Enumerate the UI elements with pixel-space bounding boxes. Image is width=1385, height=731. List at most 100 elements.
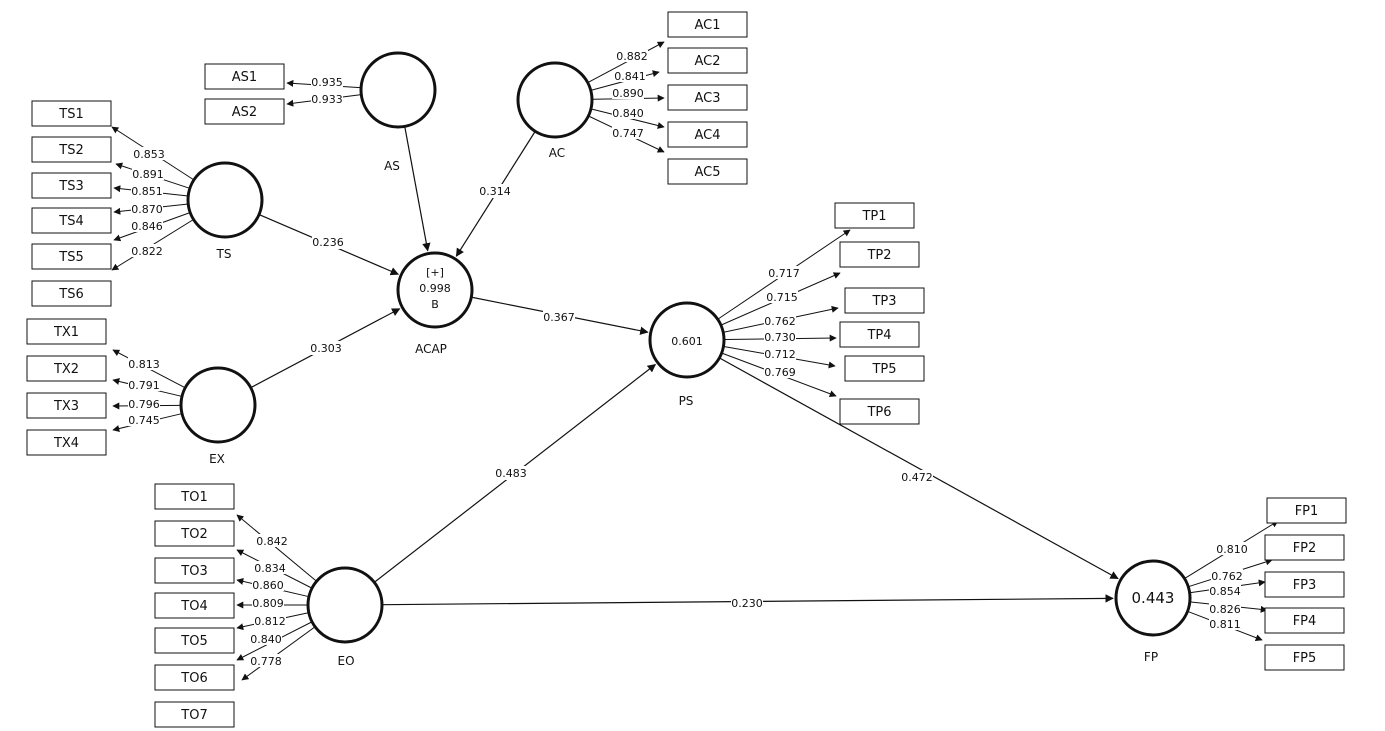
- indicator-tp2: 0.715: [721, 272, 841, 326]
- indicator-box: TO2: [154, 520, 235, 547]
- loading-value: 0.811: [1209, 618, 1241, 631]
- indicator-box: TO1: [154, 483, 235, 510]
- loading-value: 0.745: [128, 414, 160, 427]
- indicator-box: AC2: [667, 47, 748, 74]
- indicator-tp6: 0.769: [722, 352, 837, 398]
- indicator-box-frame: [154, 483, 235, 510]
- path-coefficient: 0.230: [731, 597, 763, 610]
- indicator-box: AC5: [667, 158, 748, 185]
- construct-label: PS: [679, 394, 694, 408]
- indicator-ts1: 0.853: [111, 126, 194, 180]
- loading-value: 0.809: [252, 597, 284, 610]
- indicator-fp4: 0.826: [1190, 601, 1268, 616]
- loading-value: 0.891: [132, 168, 164, 181]
- path-ts-acap: 0.236: [259, 214, 400, 276]
- indicator-name: TS1: [58, 107, 83, 122]
- indicator-name: AS2: [232, 105, 257, 120]
- path-coefficient: 0.303: [310, 342, 342, 355]
- indicator-box-frame: [31, 100, 112, 127]
- construct-eo: EO: [306, 566, 384, 668]
- indicator-box-frame: [204, 98, 285, 125]
- indicator-name: TS6: [58, 287, 83, 302]
- indicator-box: TS6: [31, 280, 112, 307]
- indicator-box: TS4: [31, 207, 112, 234]
- loading-label-bg: [311, 92, 343, 105]
- loading-value: 0.762: [764, 315, 796, 328]
- indicator-ts6: 0.822: [111, 219, 193, 271]
- path-label-bg: [731, 596, 763, 610]
- loading-label-bg: [128, 397, 160, 410]
- loading-value: 0.796: [128, 398, 160, 411]
- indicator-fp5: 0.811: [1188, 611, 1263, 642]
- indicator-box: FP1: [1266, 497, 1347, 524]
- loading-label-bg: [612, 126, 644, 139]
- path-ex-acap: 0.303: [251, 308, 401, 388]
- loading-label-bg: [254, 614, 286, 627]
- path-ps-fp: 0.472: [719, 357, 1119, 580]
- path-arrow: [404, 127, 431, 252]
- indicator-box: FP4: [1264, 607, 1345, 634]
- indicator-name: TS2: [58, 143, 83, 158]
- indicator-box: TO6: [154, 664, 235, 691]
- indicator-name: TO5: [180, 634, 207, 649]
- indicator-box-frame: [31, 207, 112, 234]
- indicator-ts4: 0.870: [113, 202, 188, 216]
- construct-label: AC: [549, 146, 565, 160]
- indicator-box-frame: [204, 63, 285, 90]
- path-acap-ps: 0.367: [472, 296, 649, 335]
- indicator-to6: 0.840: [236, 621, 312, 661]
- loading-value: 0.842: [256, 535, 288, 548]
- indicator-box: TX2: [26, 355, 107, 382]
- construct-inner-text: [+]: [426, 266, 444, 279]
- indicator-tp1: 0.717: [718, 229, 851, 320]
- path-label-bg: [495, 466, 527, 480]
- indicator-box: AS2: [204, 98, 285, 125]
- loading-label-bg: [616, 49, 648, 62]
- loading-label-bg: [133, 147, 165, 160]
- indicator-box-frame: [834, 202, 915, 229]
- indicator-box: TS5: [31, 243, 112, 270]
- indicator-box-frame: [154, 592, 235, 619]
- construct-circle: [306, 566, 384, 644]
- path-coefficient: 0.472: [901, 471, 933, 484]
- indicator-box-frame: [839, 398, 920, 425]
- indicator-name: TP6: [866, 405, 891, 420]
- indicator-ac2: 0.841: [591, 69, 660, 91]
- loading-value: 0.812: [254, 615, 286, 628]
- indicator-box-frame: [154, 520, 235, 547]
- indicator-box-frame: [154, 627, 235, 654]
- loading-label-bg: [1209, 617, 1241, 630]
- construct-circle: [186, 161, 264, 239]
- indicator-box-frame: [154, 664, 235, 691]
- loading-value: 0.778: [250, 655, 282, 668]
- loading-arrow: [241, 626, 315, 681]
- indicator-box: TP3: [844, 287, 925, 314]
- indicator-box-frame: [31, 243, 112, 270]
- loading-value: 0.846: [131, 220, 163, 233]
- indicator-name: FP1: [1295, 504, 1319, 519]
- loading-label-bg: [128, 413, 160, 426]
- indicator-box-frame: [667, 11, 748, 38]
- indicator-box: TP6: [839, 398, 920, 425]
- indicator-as2: 0.933: [286, 92, 361, 107]
- construct-circle: [648, 301, 726, 379]
- indicator-box-frame: [839, 321, 920, 348]
- indicator-tp4: 0.730: [724, 330, 837, 344]
- indicator-name: TS5: [58, 250, 83, 265]
- indicator-name: TX3: [53, 399, 79, 414]
- indicator-ac3: 0.890: [592, 86, 665, 102]
- indicator-tp3: 0.762: [724, 305, 839, 333]
- indicator-name: TO4: [180, 599, 207, 614]
- indicator-box: AC3: [667, 84, 748, 111]
- loading-label-bg: [1209, 584, 1241, 597]
- loading-value: 0.730: [764, 331, 796, 344]
- path-label-bg: [479, 184, 511, 198]
- construct-circle: [516, 61, 594, 139]
- indicator-box: AS1: [204, 63, 285, 90]
- loading-value: 0.851: [131, 185, 163, 198]
- loading-label-bg: [250, 654, 282, 667]
- indicator-name: FP5: [1293, 651, 1317, 666]
- indicator-box: TX1: [26, 318, 107, 345]
- loading-label-bg: [1211, 569, 1243, 582]
